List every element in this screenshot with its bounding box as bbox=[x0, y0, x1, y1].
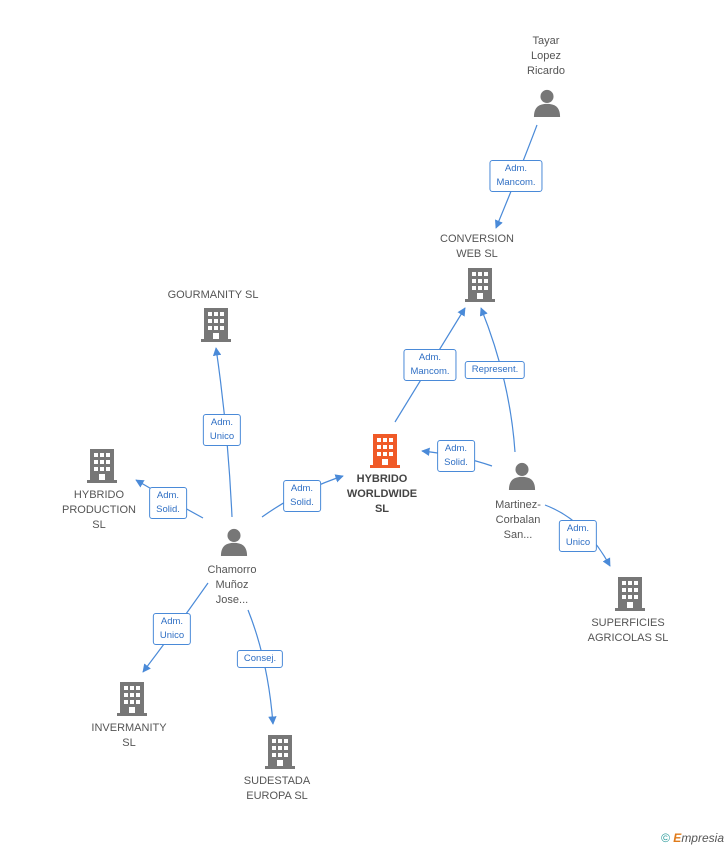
building-icon[interactable] bbox=[615, 577, 645, 611]
company-label-conversion-web[interactable]: CONVERSION WEB SL bbox=[440, 233, 514, 260]
person-label-tayar[interactable]: Tayar Lopez Ricardo bbox=[527, 35, 565, 77]
person-icon[interactable] bbox=[533, 89, 561, 117]
person-label-martinez[interactable]: Martinez- Corbalan San... bbox=[495, 499, 541, 541]
brand-logo-text: mpresia bbox=[681, 831, 724, 845]
edge-martinez-conversion bbox=[479, 307, 516, 453]
building-icon[interactable] bbox=[87, 449, 117, 483]
edge-label-hybrido-conversion: Adm. Mancom. bbox=[403, 349, 457, 381]
person-label-chamorro[interactable]: Chamorro Muñoz Jose... bbox=[207, 564, 257, 606]
edge-label-martinez-conversion: Represent. bbox=[464, 361, 526, 379]
edge-label-chamorro-hybrido: Adm. Solid. bbox=[283, 480, 321, 512]
building-icon[interactable] bbox=[117, 682, 147, 716]
company-label-sudestada[interactable]: SUDESTADA EUROPA SL bbox=[243, 775, 311, 802]
person-icon[interactable] bbox=[220, 528, 248, 556]
company-label-hybrido-worldwide[interactable]: HYBRIDO WORLDWIDE SL bbox=[346, 473, 418, 515]
building-icon[interactable] bbox=[265, 735, 295, 769]
edge-label-chamorro-production: Adm. Solid. bbox=[149, 487, 187, 519]
edge-label-chamorro-invermanity: Adm. Unico bbox=[152, 613, 192, 645]
edge-label-tayar-conversion: Adm. Mancom. bbox=[489, 160, 543, 192]
company-label-superficies[interactable]: SUPERFICIES AGRICOLAS SL bbox=[587, 617, 669, 644]
company-label-hybrido-production[interactable]: HYBRIDO PRODUCTION SL bbox=[62, 489, 136, 531]
company-label-gourmanity[interactable]: GOURMANITY SL bbox=[167, 289, 259, 301]
brand-footer: © Empresia bbox=[661, 831, 724, 845]
brand-logo-initial: E bbox=[673, 831, 682, 845]
brand-logo: Empresia bbox=[673, 831, 724, 845]
building-icon[interactable] bbox=[201, 308, 231, 342]
edge-label-chamorro-sudestada: Consej. bbox=[236, 650, 284, 668]
person-icon[interactable] bbox=[508, 462, 536, 490]
building-icon[interactable] bbox=[370, 434, 400, 468]
edge-label-chamorro-gourmanity: Adm. Unico bbox=[202, 414, 242, 446]
copyright-icon: © bbox=[661, 831, 670, 845]
edge-label-martinez-hybrido: Adm. Solid. bbox=[437, 440, 475, 472]
company-label-invermanity[interactable]: INVERMANITY SL bbox=[91, 722, 167, 749]
building-icon[interactable] bbox=[465, 268, 495, 302]
edge-label-martinez-superficies: Adm. Unico bbox=[558, 520, 598, 552]
